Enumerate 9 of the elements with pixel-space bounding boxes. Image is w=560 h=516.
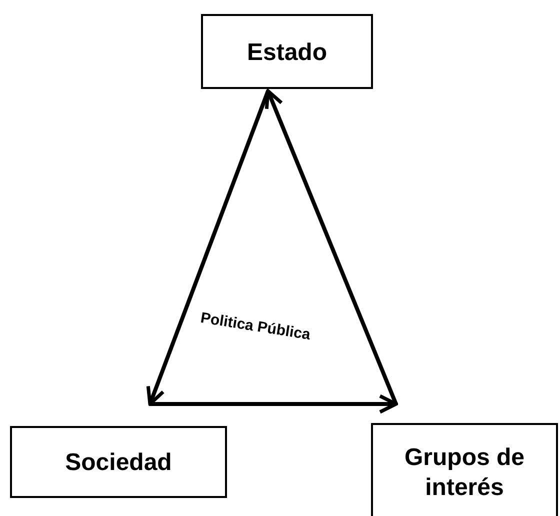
text-box [10, 426, 227, 498]
text-box [371, 423, 558, 516]
text-box [201, 14, 373, 89]
arrow [150, 394, 398, 414]
node-label: Grupos de interés [403, 443, 526, 503]
node-label: Estado [246, 38, 327, 68]
arrow [264, 89, 398, 405]
node-label: Sociedad [65, 448, 172, 478]
triangle-label: Politica Pública [199, 309, 312, 344]
